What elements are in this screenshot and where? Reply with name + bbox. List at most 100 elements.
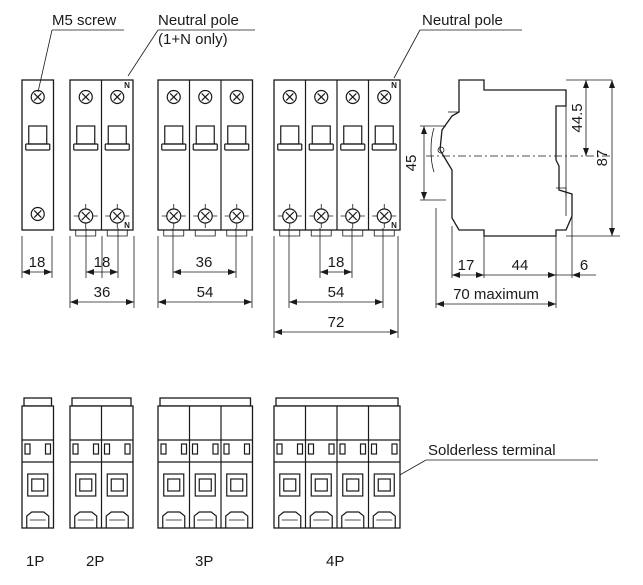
bottom-wire-screw-icon	[224, 204, 249, 228]
dim-side-87: 87	[594, 150, 611, 167]
bottom-top-cap	[71, 397, 132, 407]
dim-3p-54: 54	[197, 284, 214, 301]
side-notch	[359, 443, 367, 455]
din-clip	[105, 511, 129, 528]
side-notch	[296, 443, 304, 455]
top-screw-icon	[282, 89, 297, 105]
din-clip	[225, 511, 249, 528]
toggle-lever	[164, 125, 184, 145]
variant-label-2p: 2P	[86, 553, 104, 570]
top-screw-icon	[110, 89, 125, 105]
label-solderless-terminal: Solderless terminal	[428, 442, 556, 459]
side-notch	[92, 443, 100, 455]
bottom-wire-screw-icon	[161, 204, 186, 228]
terminal-inner	[314, 478, 328, 492]
side-notch	[391, 443, 398, 455]
bottom-body	[21, 405, 55, 529]
top-screw-icon	[30, 89, 45, 105]
terminal-inner	[230, 478, 244, 492]
label-m5-screw: M5 screw	[52, 12, 116, 29]
toggle-lever	[76, 125, 96, 145]
side-notch	[44, 443, 52, 455]
dim-side-44: 44	[512, 257, 529, 274]
bottom-wire-screw-icon	[105, 204, 130, 228]
bottom-view-1p	[21, 397, 55, 529]
neutral-mark-bottom: N	[124, 221, 130, 230]
din-clip	[26, 511, 50, 528]
dim-4p-54: 54	[328, 284, 345, 301]
top-screw-icon	[198, 89, 213, 105]
dim-side-17: 17	[458, 257, 475, 274]
side-notch	[191, 443, 199, 455]
bottom-view-4p	[273, 397, 401, 529]
terminal-inner	[79, 478, 93, 492]
variant-label-4p: 4P	[326, 553, 344, 570]
side-notch	[180, 443, 188, 455]
terminal-inner	[346, 478, 360, 492]
terminal-inner	[377, 478, 391, 492]
terminal-inner	[167, 478, 181, 492]
dim-2p-18: 18	[94, 254, 111, 271]
din-clip	[309, 511, 333, 528]
dim-4p-18: 18	[328, 254, 345, 271]
side-notch	[339, 443, 346, 455]
side-notch	[212, 443, 219, 455]
side-notch	[243, 443, 251, 455]
top-screw-icon	[377, 89, 392, 105]
bottom-top-cap	[275, 397, 399, 407]
side-view-outline	[439, 79, 573, 237]
toggle-lever	[107, 125, 127, 145]
side-notch	[160, 443, 167, 455]
terminal-inner	[198, 478, 212, 492]
din-clip	[278, 511, 302, 528]
bottom-wire-screw-icon	[277, 204, 302, 228]
bottom-wire-screw-icon	[309, 204, 334, 228]
toggle-lever	[280, 125, 300, 145]
bottom-wire-screw-icon	[193, 204, 218, 228]
side-notch	[276, 443, 283, 455]
side-notch	[24, 443, 31, 455]
din-clip	[193, 511, 217, 528]
bottom-top-cap	[23, 397, 53, 407]
bottom-screw-icon	[30, 206, 45, 222]
variant-label-3p: 3P	[195, 553, 213, 570]
terminal-inner	[31, 478, 45, 492]
bottom-views	[21, 397, 401, 529]
side-notch	[103, 443, 111, 455]
bottom-wire-screw-icon	[340, 204, 365, 228]
toggle-lever	[374, 125, 394, 145]
din-clip	[372, 511, 396, 528]
side-notch	[72, 443, 79, 455]
label-neutral-pole-left: Neutral pole	[158, 12, 239, 29]
side-notch	[223, 443, 230, 455]
front-view-4p: NN	[273, 79, 401, 237]
bottom-top-cap	[159, 397, 252, 407]
callouts: M5 screw Neutral pole (1+N only) Neutral…	[37, 12, 598, 485]
front-view-1p	[21, 79, 55, 231]
dim-side-70-maximum: 70 maximum	[453, 286, 539, 303]
top-screw-icon	[345, 89, 360, 105]
neutral-mark-top: N	[124, 81, 130, 90]
neutral-mark-top: N	[391, 81, 397, 90]
side-notch	[124, 443, 131, 455]
bottom-wire-screw-icon	[372, 204, 397, 228]
din-clip	[162, 511, 186, 528]
variant-label-1p: 1P	[26, 553, 44, 570]
dim-4p-72: 72	[328, 314, 345, 331]
bottom-body	[157, 405, 254, 529]
top-screw-icon	[78, 89, 93, 105]
neutral-mark-bottom: N	[391, 221, 397, 230]
side-notch	[328, 443, 335, 455]
bottom-wire-screw-icon	[73, 204, 98, 228]
toggle-lever	[311, 125, 331, 145]
top-screw-icon	[314, 89, 329, 105]
dim-1p-18: 18	[29, 254, 46, 271]
toggle-lever	[343, 125, 363, 145]
toggle-lever	[227, 125, 247, 145]
din-clip	[341, 511, 365, 528]
top-screw-icon	[229, 89, 244, 105]
side-view-lever-pivot	[437, 146, 445, 154]
